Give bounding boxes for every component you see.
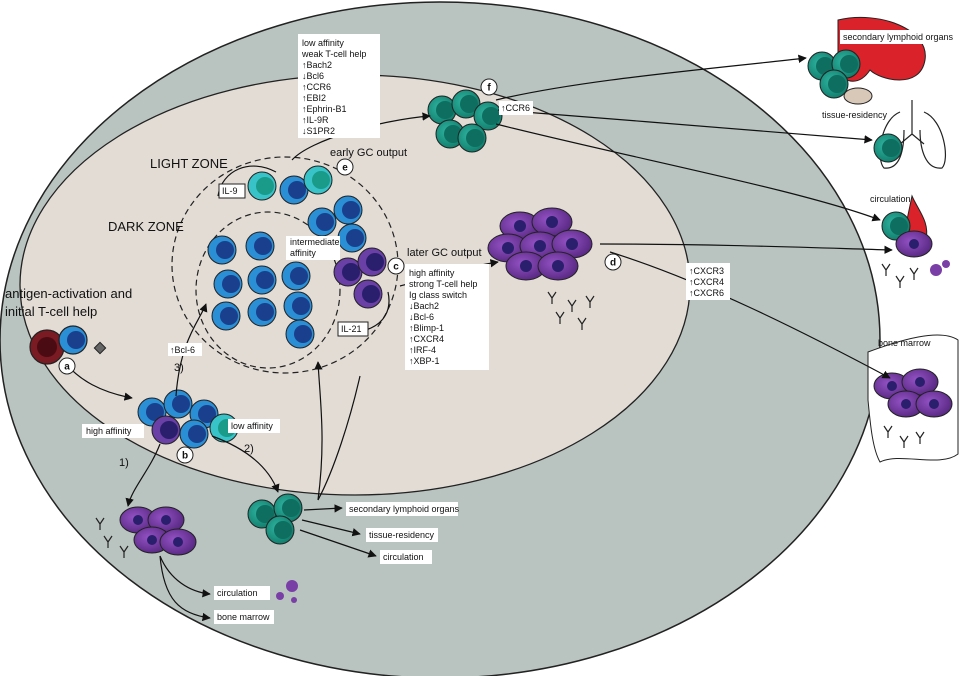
il21-label: IL-21: [341, 324, 362, 334]
early-output-item: ↑Ephrin-B1: [302, 104, 347, 114]
circulation-label-top: circulation: [870, 194, 911, 204]
early-gc-output-label: early GC output: [330, 147, 407, 159]
early-output-item: ↑Bach2: [302, 60, 332, 70]
svg-text:a: a: [64, 362, 70, 373]
antibodies-circulation: [881, 263, 919, 288]
plasma-cluster-d: [487, 207, 593, 281]
antigen-icon: [93, 341, 107, 355]
late-output-item: ↓Bach2: [409, 301, 439, 311]
late-output-item: Ig class switch: [409, 290, 467, 300]
cxcr-item: ↑CXCR6: [689, 288, 724, 298]
tissue-residency-label-top: tissue-residency: [822, 110, 888, 120]
cluster-b-cells: [137, 389, 239, 449]
dark-zone-label: DARK ZONE: [108, 219, 184, 234]
plasma-small-left: [276, 580, 298, 603]
antibodies-bone-marrow: [883, 425, 925, 448]
antibodies-left: [95, 517, 129, 558]
cxcr-item: ↑CXCR4: [689, 277, 724, 287]
secondary-lymphoid-label-bottom: secondary lymphoid organs: [349, 504, 460, 514]
late-output-item: strong T-cell help: [409, 279, 477, 289]
antibodies-d: [547, 291, 595, 330]
tissue-residency-lungs: [879, 100, 946, 169]
svg-text:c: c: [393, 262, 399, 273]
svg-text:d: d: [610, 258, 616, 269]
circulation-right: [881, 194, 950, 276]
svg-text:f: f: [487, 83, 491, 94]
il9-label: IL-9: [222, 186, 238, 196]
bone-marrow-label-right: bone marrow: [878, 338, 931, 348]
circulation-label-bottom: circulation: [383, 552, 424, 562]
high-affinity-label: high affinity: [86, 426, 132, 436]
antigen-activation-label: antigen-activation and: [5, 286, 132, 301]
svg-text:b: b: [182, 451, 188, 462]
low-affinity-label: low affinity: [231, 421, 273, 431]
intermediate-affinity-label-1: intermediate: [290, 237, 340, 247]
circulation-label-left: circulation: [217, 588, 258, 598]
memory-cluster-f: [427, 89, 503, 153]
dark-zone-cells: [207, 231, 315, 349]
path-3-label: 3): [174, 362, 184, 374]
memory-cluster-bottom: [247, 493, 303, 545]
cxcr-item: ↑CXCR3: [689, 266, 724, 276]
early-output-item: low affinity: [302, 38, 344, 48]
secondary-lymphoid-label-top: secondary lymphoid organs: [843, 32, 954, 42]
maroon-t-cell: [29, 329, 65, 365]
light-zone-cells: [247, 165, 367, 253]
dark-zone-boundary: [195, 211, 341, 369]
intermediate-affinity-label-2: affinity: [290, 248, 316, 258]
svg-text:e: e: [342, 163, 348, 174]
early-output-item: weak T-cell help: [301, 49, 366, 59]
initial-tcell-help-label: initial T-cell help: [5, 304, 97, 319]
step-f: f: [480, 78, 498, 96]
tissue-residency-label-bottom: tissue-residency: [369, 530, 435, 540]
early-output-item: ↑EBI2: [302, 93, 326, 103]
bcl6-label: ↑Bcl-6: [170, 345, 195, 355]
bone-marrow-label-left: bone marrow: [217, 612, 270, 622]
light-zone-label: LIGHT ZONE: [150, 156, 228, 171]
activated-b-cell: [58, 325, 88, 355]
pathway-arrows: [65, 54, 893, 622]
late-output-item: ↑XBP-1: [409, 356, 440, 366]
bone-marrow-right: [867, 334, 959, 463]
tissue-resident-cell: [873, 133, 903, 163]
path-1-label: 1): [119, 457, 129, 469]
late-output-item: ↓Bcl-6: [409, 312, 434, 322]
step-e: e: [336, 158, 354, 176]
step-a: a: [58, 357, 76, 375]
high-affinity-cells: [333, 247, 387, 309]
step-c: c: [387, 257, 405, 275]
early-output-item: ↑CCR6: [302, 82, 331, 92]
step-d: d: [604, 253, 622, 271]
late-output-item: ↑Blimp-1: [409, 323, 444, 333]
step-b: b: [176, 446, 194, 464]
path-2-label: 2): [244, 443, 254, 455]
late-output-item: high affinity: [409, 268, 455, 278]
early-output-item: ↓S1PR2: [302, 126, 335, 136]
late-output-item: ↑IRF-4: [409, 345, 436, 355]
early-output-item: ↓Bcl6: [302, 71, 324, 81]
plasma-cluster-left: [119, 506, 197, 556]
later-gc-output-label: later GC output: [407, 247, 482, 259]
early-output-item: ↑IL-9R: [302, 115, 329, 125]
late-output-item: ↑CXCR4: [409, 334, 444, 344]
ccr6-label: ↑CCR6: [501, 103, 530, 113]
